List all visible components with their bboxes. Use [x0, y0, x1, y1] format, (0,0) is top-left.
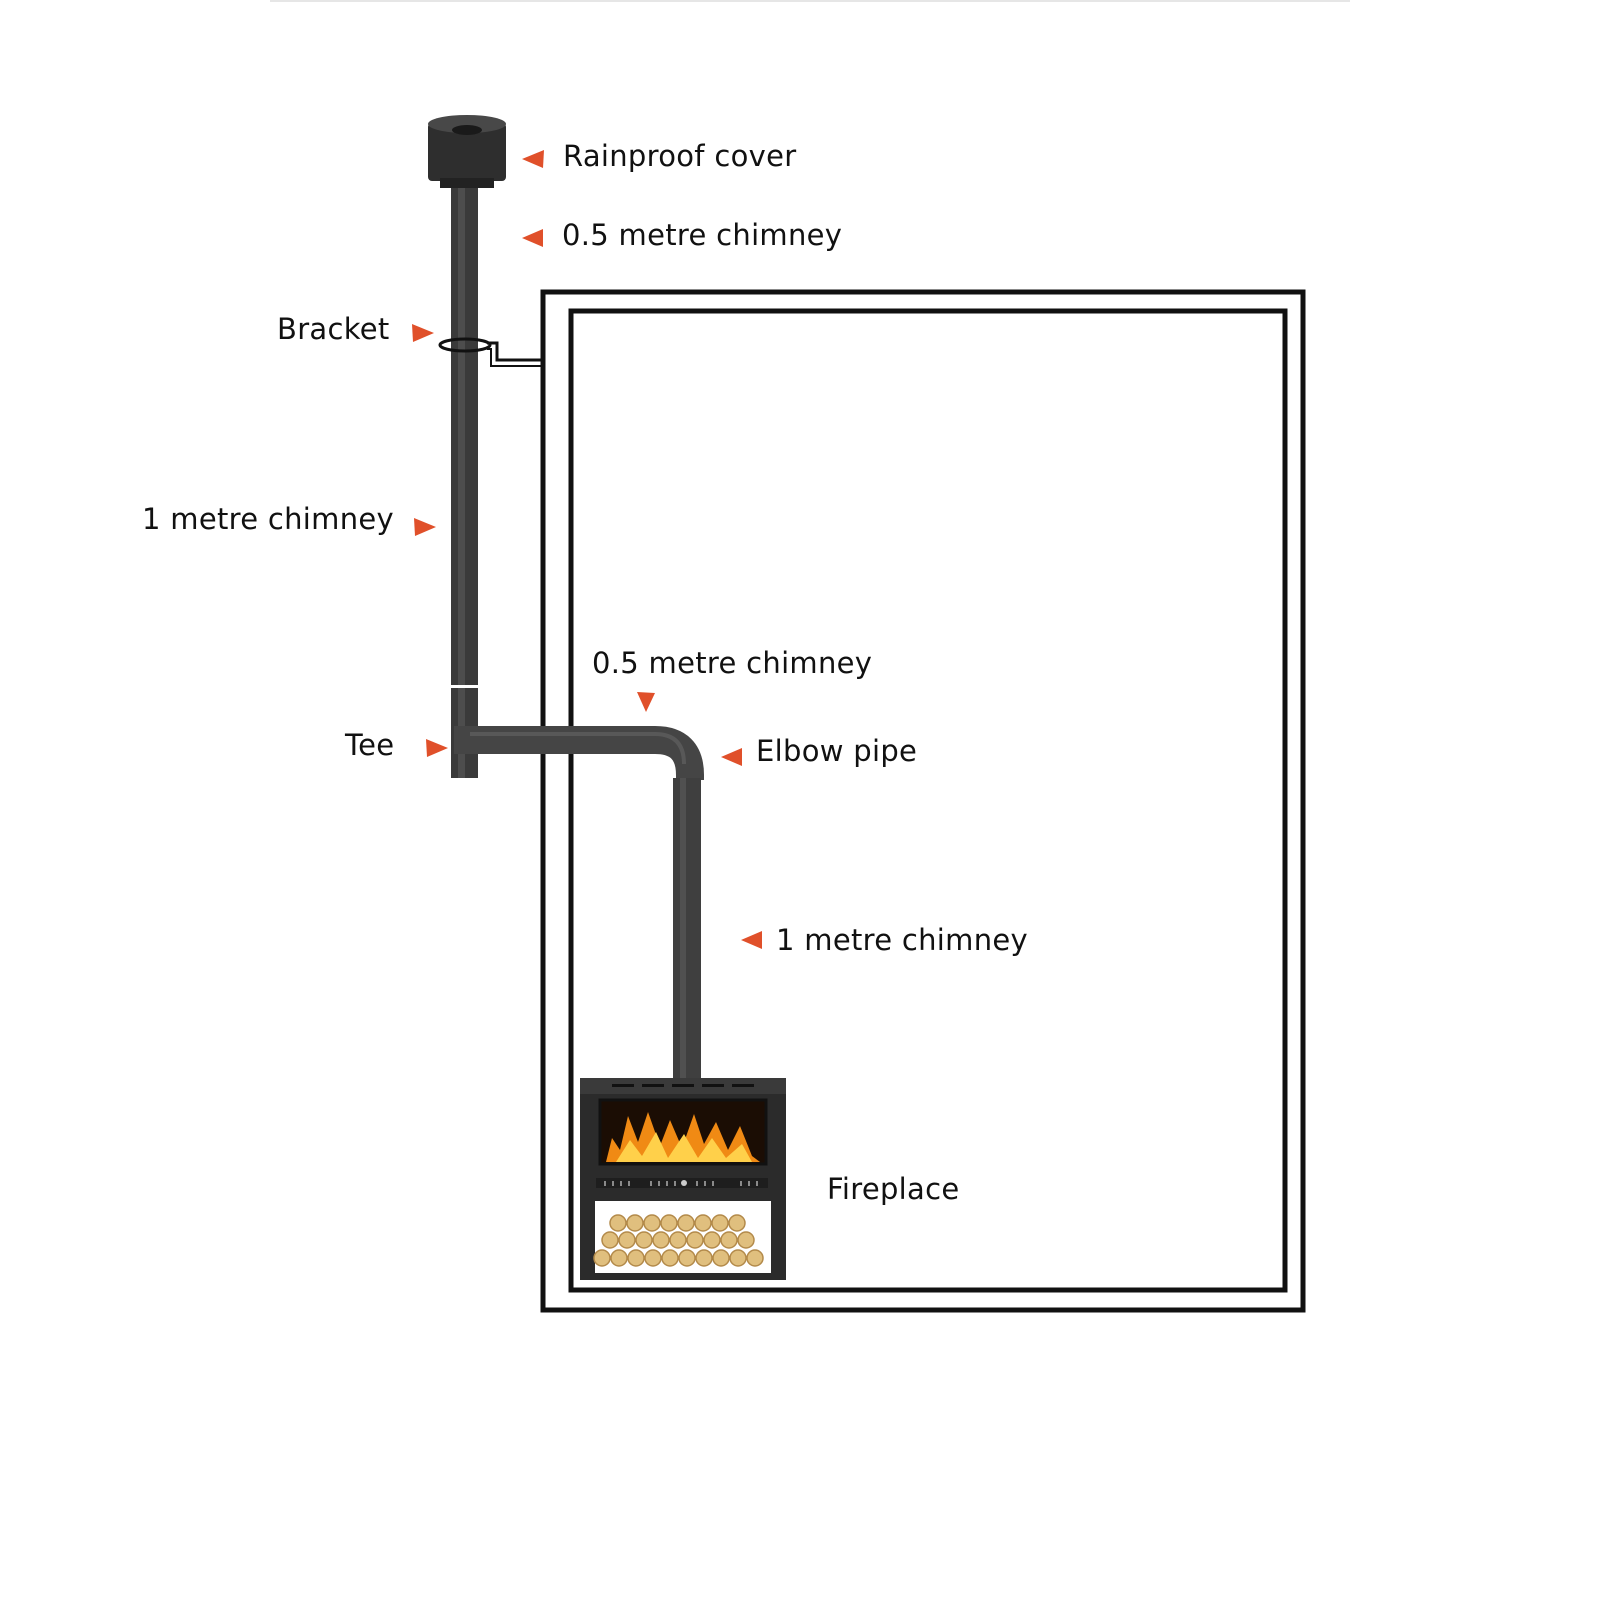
flames — [606, 1112, 760, 1162]
label-fireplace: Fireplace — [827, 1172, 960, 1206]
outer-chimney-joint — [446, 685, 483, 688]
label-elbow-pipe: Elbow pipe — [756, 734, 918, 768]
house-inner-wall — [568, 308, 1288, 1293]
bracket-arm — [487, 341, 543, 362]
horizontal-chimney-highlight — [470, 732, 686, 765]
outer-chimney-pipe-highlight — [458, 188, 465, 778]
label-chimney-outer-one: 1 metre chimney — [142, 502, 394, 536]
pointer-arrow-elbow-pipe — [721, 748, 742, 766]
pointer-arrow-chimney-top-half — [522, 229, 543, 247]
pointer-arrow-chimney-inner-one — [741, 931, 762, 949]
rainproof-cover-opening — [452, 125, 482, 135]
inner-chimney-pipe-highlight — [680, 778, 686, 1078]
pointer-arrow-chimney-outer-one — [414, 518, 436, 536]
pointer-arrow-bracket — [412, 324, 434, 342]
pointer-arrow-rainproof-cover — [522, 150, 544, 168]
label-bracket: Bracket — [277, 312, 390, 346]
bracket-arm-inner — [487, 348, 543, 367]
inner-chimney-pipe — [673, 778, 701, 1078]
flames-core — [616, 1132, 752, 1162]
house-outer-wall — [540, 289, 1306, 1313]
rainproof-cover-body — [428, 123, 506, 181]
pointer-arrow-chimney-horizontal-half — [637, 692, 655, 712]
rainproof-cover-top — [428, 115, 506, 133]
rainproof-cover-collar — [440, 178, 494, 188]
label-chimney-top-half: 0.5 metre chimney — [562, 218, 843, 252]
label-chimney-inner-one: 1 metre chimney — [776, 923, 1028, 957]
firewood-logs — [593, 1214, 764, 1267]
label-chimney-horizontal-half: 0.5 metre chimney — [592, 646, 873, 680]
pointer-arrow-tee — [426, 739, 448, 757]
label-rainproof-cover: Rainproof cover — [563, 139, 797, 173]
fireplace-stove — [580, 1078, 786, 1280]
label-tee: Tee — [345, 728, 395, 762]
bracket-ring — [438, 337, 492, 353]
